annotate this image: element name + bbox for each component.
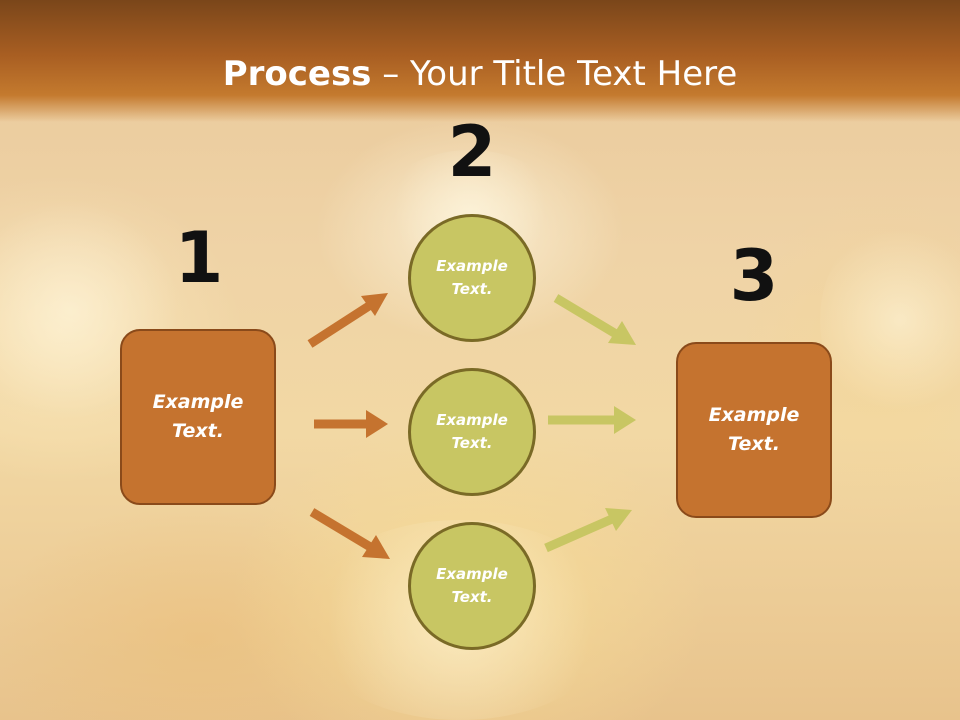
background-bokeh: [820, 220, 960, 420]
circle-middle-text-line2: Text.: [451, 434, 493, 452]
circle-top-text-line1: Example: [436, 257, 508, 275]
arrow-box1-to-circle-top-head: [361, 293, 388, 316]
arrow-box1-to-circle-top-shaft: [307, 300, 375, 348]
step-3-text-line2: Text.: [728, 433, 780, 455]
circle-bottom-text-line1: Example: [436, 565, 508, 583]
step-3-text-line1: Example: [708, 404, 800, 426]
step-1-text-line2: Text.: [172, 420, 224, 442]
arrow-box1-to-circle-middle-head: [366, 410, 388, 438]
arrow-circle-top-to-box3-head: [608, 321, 636, 345]
title-bold: Process: [222, 54, 372, 94]
step-number-3: 3: [729, 235, 779, 317]
title-rest: – Your Title Text Here: [371, 54, 738, 94]
step-3-box[interactable]: Example Text.: [676, 342, 832, 518]
arrow-circle-top-to-box3-shaft: [553, 294, 619, 338]
circle-bottom-text-line2: Text.: [451, 588, 493, 606]
step-number-2: 2: [447, 111, 497, 193]
circle-middle-text-line1: Example: [436, 411, 508, 429]
step-2-circle-bottom[interactable]: Example Text.: [408, 522, 536, 650]
step-1-box[interactable]: Example Text.: [120, 329, 276, 505]
step-2-circle-middle[interactable]: Example Text.: [408, 368, 536, 496]
step-1-text-line1: Example: [152, 391, 244, 413]
page-title: Process – Your Title Text Here: [0, 52, 960, 96]
step-2-circle-top[interactable]: Example Text.: [408, 214, 536, 342]
circle-top-text-line2: Text.: [451, 280, 493, 298]
arrow-circle-bottom-to-box3-head: [605, 508, 632, 531]
arrow-circle-middle-to-box3-head: [614, 406, 636, 434]
step-number-1: 1: [174, 217, 224, 299]
title-bar: [0, 0, 960, 122]
